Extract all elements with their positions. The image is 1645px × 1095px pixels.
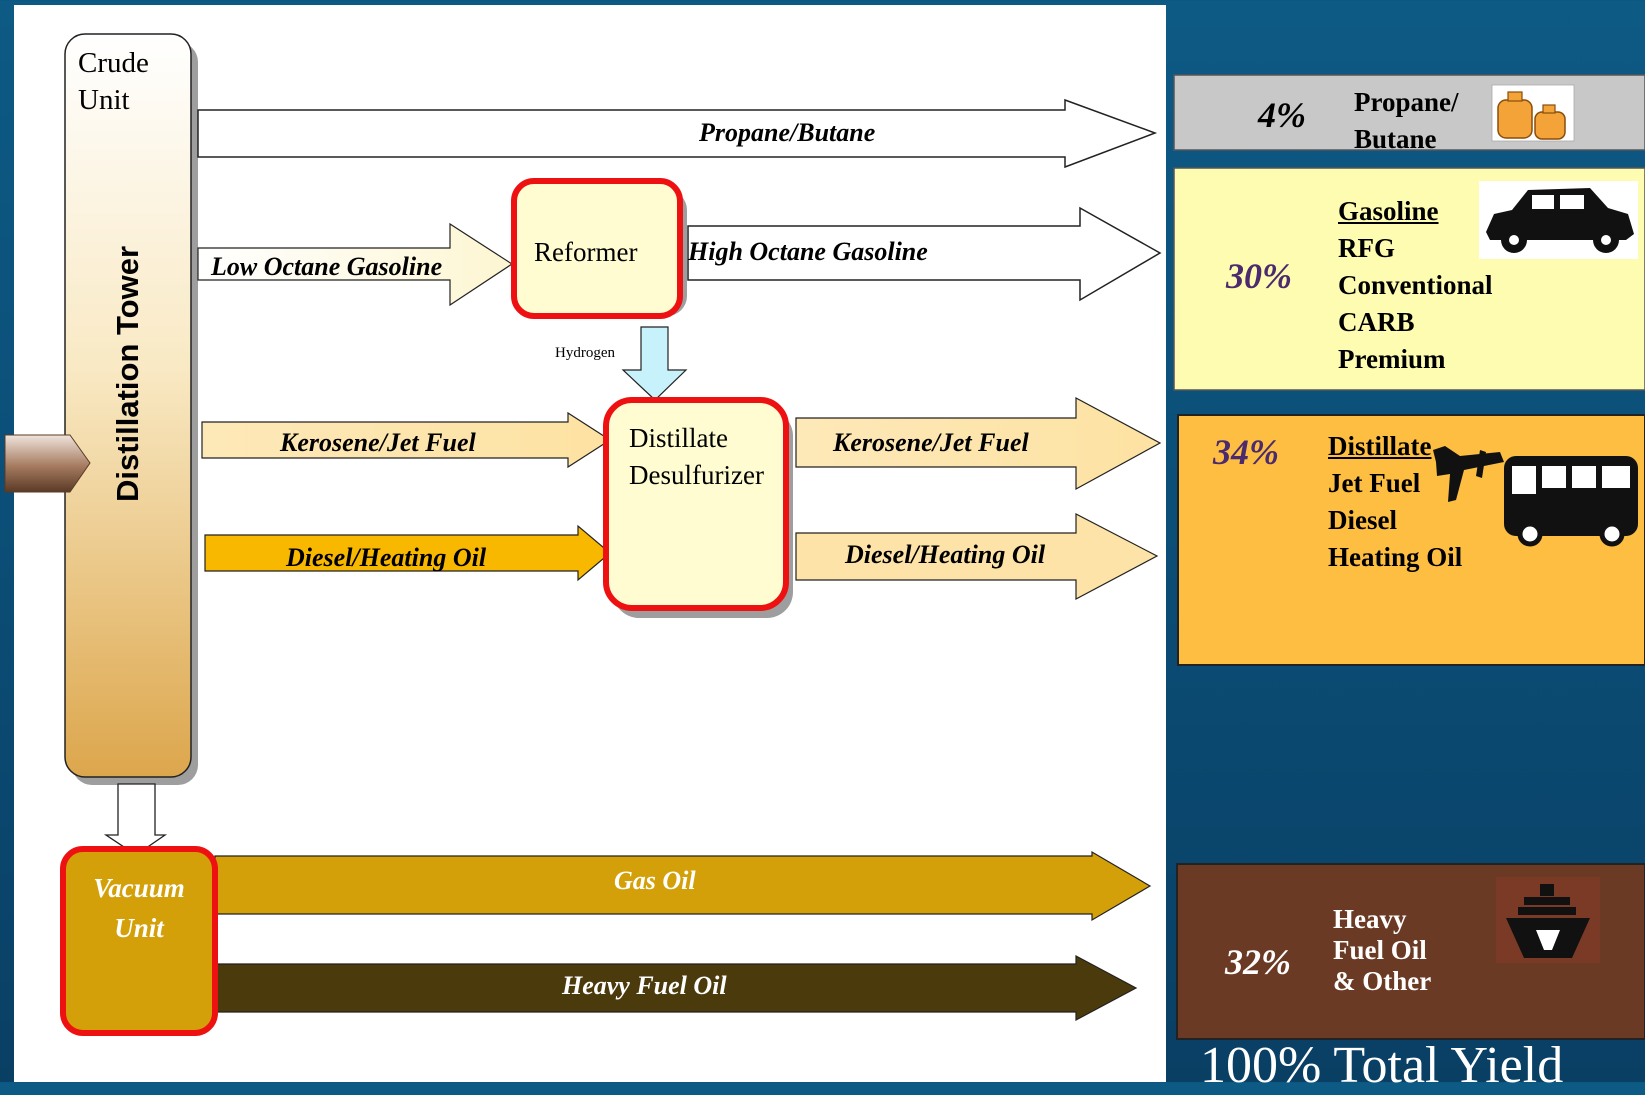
reformer-box [511,178,687,319]
propane-line-2: Butane [1354,124,1437,154]
propane-butane-arrow [197,98,1158,169]
gasoline-line-1: Gasoline [1338,196,1439,226]
yield-label-propane: Propane/ Butane [1354,84,1459,158]
gasoline-line-3: Conventional [1338,270,1493,300]
crude-unit-line-1: Crude [78,47,149,79]
gasoline-line-5: Premium [1338,344,1446,374]
hydrogen-arrow [621,326,688,401]
high-octane-gasoline-label: High Octane Gasoline [688,237,928,266]
vacuum-unit-label: Vacuum Unit [63,868,215,948]
distillate-line-3: Diesel [1328,505,1397,535]
yield-label-distillate: Distillate Jet Fuel Diesel Heating Oil [1328,428,1462,576]
desulfurizer-label: Distillate Desulfurizer [629,420,764,494]
kerosene-jet-fuel-out-arrow [795,396,1162,491]
diesel-heating-oil-in-arrow [204,524,611,582]
total-yield-footer: 100% Total Yield [1200,1037,1564,1094]
desulfurizer-line-1: Distillate [629,423,728,453]
low-octane-gasoline-arrow [197,222,514,307]
propane-line-1: Propane/ [1354,87,1459,117]
heavy-line-1: Heavy [1333,904,1407,934]
diesel-heating-oil-out-label: Diesel/Heating Oil [845,540,1046,569]
yield-pct-gasoline: 30% [1226,256,1292,296]
crude-unit-line-2: Unit [78,84,130,116]
distillate-line-1: Distillate [1328,431,1432,461]
yield-pct-heavy: 32% [1225,942,1291,982]
yield-label-gasoline: Gasoline RFG Conventional CARB Premium [1338,193,1493,378]
distillate-desulfurizer-box [603,397,793,618]
gas-oil-label: Gas Oil [614,866,696,895]
crude-feed-arrow [4,434,91,493]
car-icon [1479,181,1638,259]
reformer-label: Reformer [534,237,638,267]
gasoline-line-2: RFG [1338,233,1395,263]
distillate-line-4: Heating Oil [1328,542,1463,572]
distillation-tower [64,33,198,785]
diesel-heating-oil-out-arrow [795,513,1159,600]
kerosene-jet-fuel-out-label: Kerosene/Jet Fuel [833,428,1029,457]
yield-pct-distillate: 34% [1213,432,1279,472]
gas-oil-arrow [214,850,1152,922]
kerosene-jet-fuel-in-label: Kerosene/Jet Fuel [280,428,476,457]
heavy-fuel-oil-arrow [214,955,1138,1021]
distillation-tower-label: Distillation Tower [110,245,145,503]
airplane-bus-icon [1433,446,1638,547]
gasoline-line-4: CARB [1338,307,1415,337]
vacuum-line-1: Vacuum [93,873,185,903]
low-octane-gasoline-label: Low Octane Gasoline [211,252,443,281]
yield-pct-propane: 4% [1258,95,1306,135]
desulfurizer-line-2: Desulfurizer [629,460,764,490]
propane-tank-icon [1491,84,1575,142]
tower-to-vacuum-arrow [103,783,168,856]
crude-unit-label: Crude Unit [78,45,149,119]
diesel-heating-oil-in-label: Diesel/Heating Oil [286,543,487,572]
ship-icon [1496,877,1600,963]
distillate-line-2: Jet Fuel [1328,468,1421,498]
hydrogen-label: Hydrogen [555,345,615,361]
vacuum-unit-box [60,846,218,1036]
kerosene-jet-fuel-in-arrow [201,411,612,469]
heavy-line-2: Fuel Oil [1333,935,1427,965]
high-octane-gasoline-arrow [687,206,1162,302]
yield-label-heavy: Heavy Fuel Oil & Other [1333,904,1431,997]
vacuum-line-2: Unit [114,913,164,943]
propane-butane-stream-label: Propane/Butane [699,118,876,147]
heavy-fuel-oil-label: Heavy Fuel Oil [562,971,727,1000]
heavy-line-3: & Other [1333,966,1432,996]
